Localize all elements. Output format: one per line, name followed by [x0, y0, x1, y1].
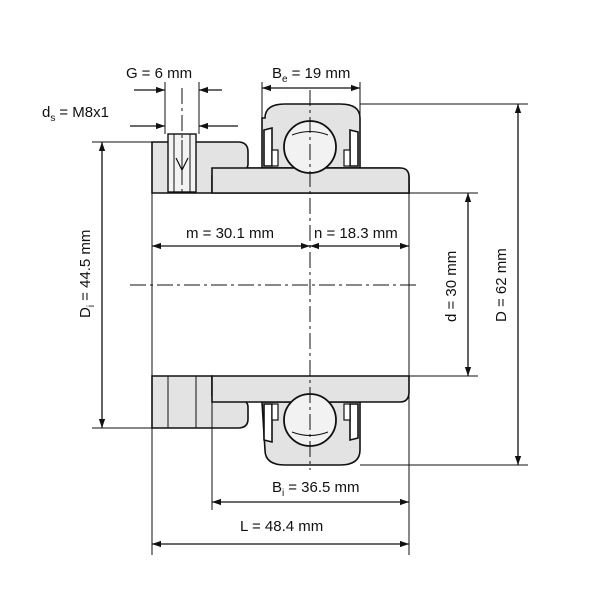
collar-bottom-detail	[167, 376, 197, 428]
dimension-labels: G= 6 mm ds= M8x1 Be= 19 mm m = 30.1 mm n…	[42, 65, 510, 535]
label-ds: ds= M8x1	[42, 104, 109, 124]
label-L: L = 48.4 mm	[240, 518, 323, 535]
label-Be: Be= 19 mm	[272, 65, 350, 85]
label-Di: Di= 44.5 mm	[77, 230, 97, 318]
label-D: D = 62 mm	[493, 248, 510, 322]
label-d: d = 30 mm	[443, 251, 460, 322]
label-Bi: Bi= 36.5 mm	[272, 479, 360, 499]
seals	[263, 126, 359, 444]
label-m: m = 30.1 mm	[186, 225, 274, 242]
label-G: G= 6 mm	[126, 65, 192, 82]
dimension-lines	[98, 84, 522, 548]
label-n: n = 18.3 mm	[314, 225, 398, 242]
center-lines	[130, 88, 420, 470]
